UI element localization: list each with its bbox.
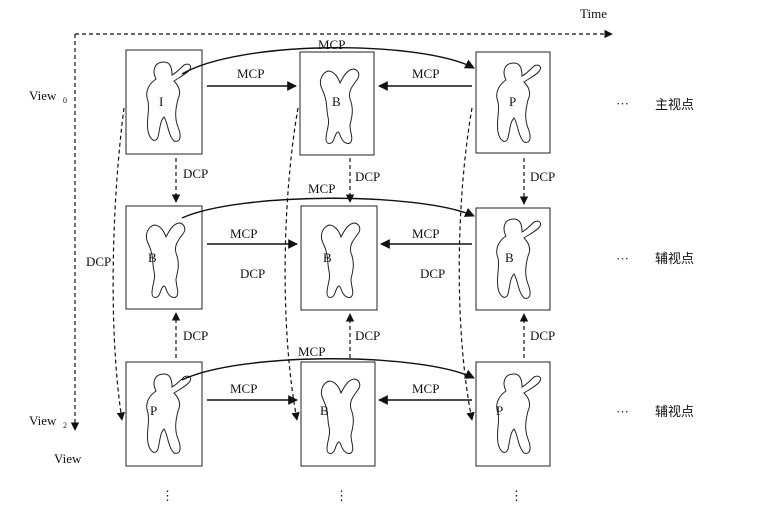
- mcp-label-r1-right: MCP: [412, 226, 439, 241]
- frame-type-label: B: [505, 250, 514, 265]
- frame-type-label: B: [323, 250, 332, 265]
- view-axis-label: View: [54, 451, 82, 466]
- dcp-long-c0: [112, 107, 125, 421]
- mcp-label-arc-r0: MCP: [318, 37, 345, 52]
- mcp-arc-r2: [181, 358, 475, 381]
- mcp-label-r0-left: MCP: [237, 66, 264, 81]
- mcp-label-r2-left: MCP: [230, 381, 257, 396]
- frame-type-label: P: [509, 94, 516, 109]
- row2-view-label: 辅视点: [655, 405, 694, 420]
- dcp-label-c0-bottom: DCP: [183, 328, 208, 343]
- frame-type-label: B: [332, 94, 341, 109]
- dcp-label-long-c0: DCP: [86, 254, 111, 269]
- frame-type-label: B: [148, 250, 157, 265]
- dcp-label-c2-bottom: DCP: [530, 328, 555, 343]
- frame-r0-c1: B: [299, 51, 375, 156]
- dcp-long-c1: [284, 107, 300, 421]
- col1-vertical-ellipsis: ⋮: [335, 488, 348, 503]
- row2-ellipsis: ···: [616, 404, 629, 419]
- frame-r2-c1: B: [300, 361, 376, 467]
- view2-label: View: [29, 413, 57, 428]
- dcp-label-c1-bottom: DCP: [355, 328, 380, 343]
- row1-view-label: 辅视点: [655, 252, 694, 267]
- row1-ellipsis: ···: [616, 251, 629, 266]
- dcp-long-c2: [458, 107, 475, 421]
- mcp-label-arc-r1: MCP: [308, 181, 335, 196]
- view0-subscript: 0: [63, 96, 67, 105]
- col2-vertical-ellipsis: ⋮: [510, 488, 523, 503]
- frame-type-label: P: [150, 403, 157, 418]
- dcp-label-long-c2: DCP: [420, 266, 445, 281]
- frame-type-label: B: [320, 403, 329, 418]
- mcp-label-arc-r2: MCP: [298, 344, 325, 359]
- frame-r2-c2: P: [475, 361, 551, 467]
- dcp-label-c1-top: DCP: [355, 169, 380, 184]
- mcp-label-r1-left: MCP: [230, 226, 257, 241]
- dcp-label-long-c1: DCP: [240, 266, 265, 281]
- mcp-label-r2-right: MCP: [412, 381, 439, 396]
- frame-r1-c2: B: [475, 207, 551, 311]
- frame-r0-c0: I: [125, 49, 203, 155]
- time-axis-label: Time: [580, 6, 607, 21]
- col0-vertical-ellipsis: ⋮: [161, 488, 174, 503]
- mcp-arc-r1: [181, 197, 475, 219]
- frame-r2-c0: P: [125, 361, 203, 467]
- dcp-label-c0-top: DCP: [183, 166, 208, 181]
- view0-label: View: [29, 88, 57, 103]
- frame-type-label: P: [496, 403, 503, 418]
- row0-view-label: 主视点: [655, 98, 694, 113]
- frame-type-label: I: [159, 94, 163, 109]
- view2-subscript: 2: [63, 421, 67, 430]
- row0-ellipsis: ···: [616, 96, 629, 111]
- frame-r1-c0: B: [125, 205, 203, 310]
- mcp-label-r0-right: MCP: [412, 66, 439, 81]
- frame-r1-c1: B: [300, 205, 378, 311]
- dcp-label-c2-top: DCP: [530, 169, 555, 184]
- frame-r0-c2: P: [475, 51, 551, 154]
- mcp-arc-r0: [181, 47, 475, 75]
